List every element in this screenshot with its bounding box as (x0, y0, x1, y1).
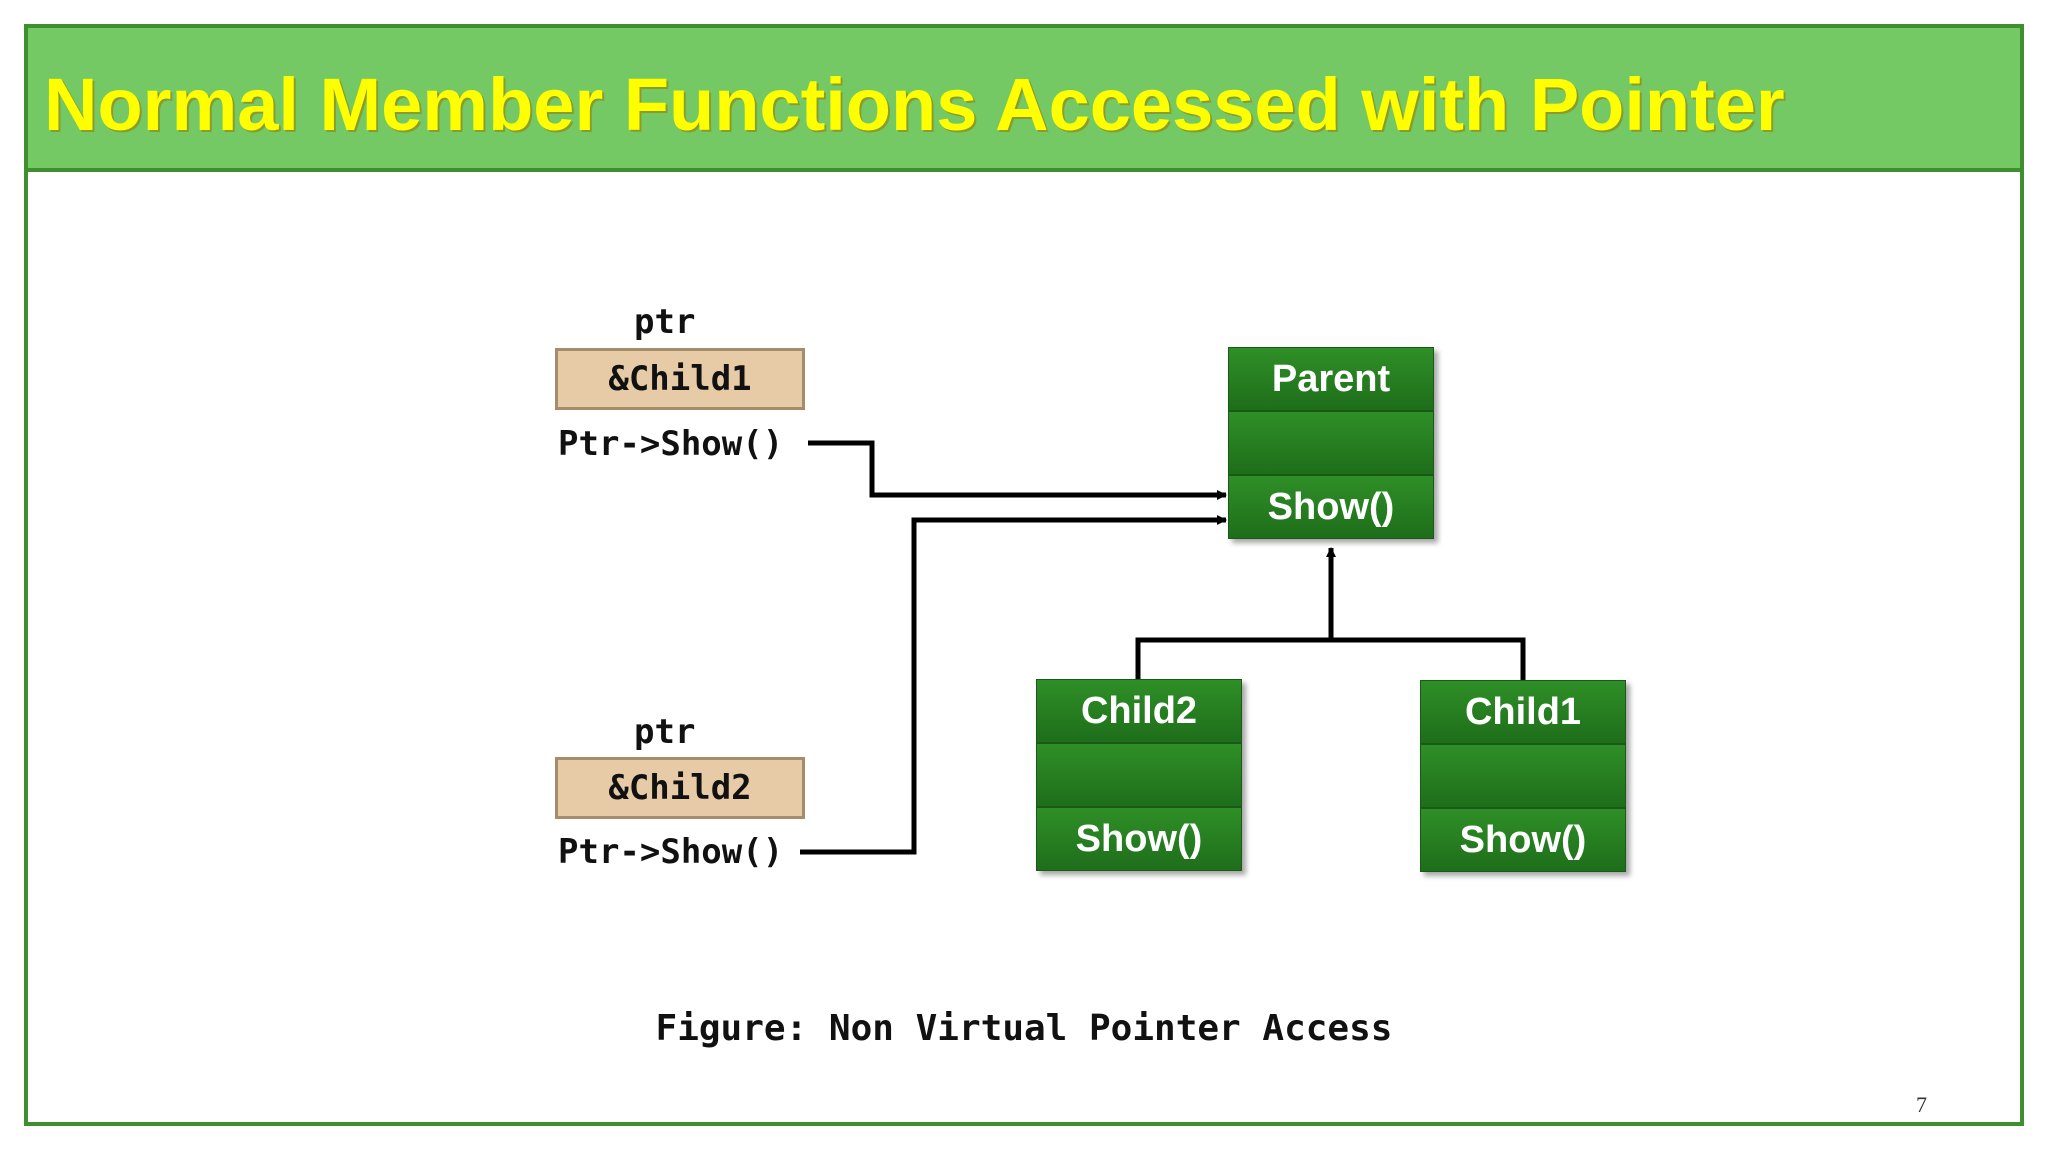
ptr2-label: ptr (634, 712, 696, 752)
child1-class-attributes (1420, 744, 1626, 808)
ptr1-call-label: Ptr->Show() (558, 424, 784, 464)
slide-frame: Normal Member Functions Accessed with Po… (24, 24, 2024, 1126)
ptr2-call-label: Ptr->Show() (558, 832, 784, 872)
child2-class-name: Child2 (1036, 679, 1242, 743)
child1-class-box: Child1 Show() (1420, 680, 1626, 872)
ptr2-value-box: &Child2 (555, 757, 805, 819)
parent-class-attributes (1228, 411, 1434, 475)
inheritance-branch (1135, 637, 1526, 680)
page-number: 7 (1916, 1092, 1927, 1117)
slide-title: Normal Member Functions Accessed with Po… (44, 63, 1785, 146)
ptr1-value-box: &Child1 (555, 348, 805, 410)
child1-class-name: Child1 (1420, 680, 1626, 744)
title-bar: Normal Member Functions Accessed with Po… (28, 28, 2020, 172)
child1-class-method: Show() (1420, 808, 1626, 872)
ptr1-label: ptr (634, 302, 696, 342)
figure-caption: Figure: Non Virtual Pointer Access (655, 1008, 1393, 1049)
parent-class-name: Parent (1228, 347, 1434, 411)
arrow-ptr1-to-parent-show (808, 440, 1227, 500)
child2-class-attributes (1036, 743, 1242, 807)
child2-class-method: Show() (1036, 807, 1242, 871)
child2-class-box: Child2 Show() (1036, 679, 1242, 871)
arrow-ptr2-to-parent-show (800, 515, 1227, 855)
parent-class-box: Parent Show() (1228, 347, 1434, 539)
parent-class-method: Show() (1228, 475, 1434, 539)
